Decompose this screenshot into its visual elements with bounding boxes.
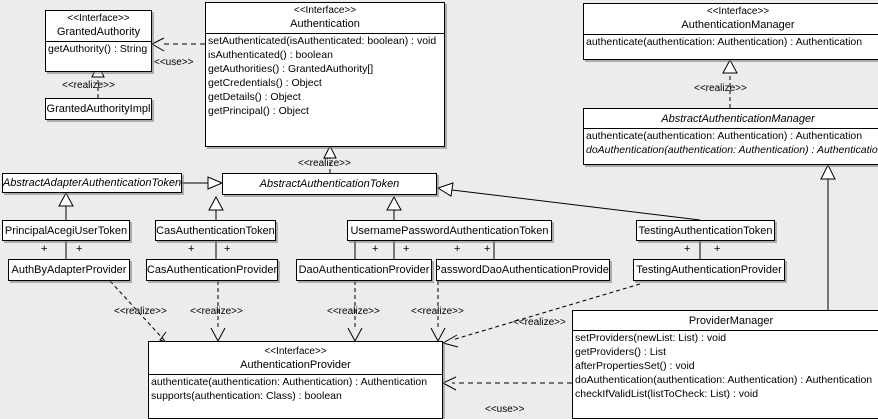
class-box-cas-authentication-provider[interactable]: CasAuthenticationProvider xyxy=(146,259,278,281)
class-header: <<Interface>> GrantedAuthority xyxy=(46,11,151,41)
class-box-abstract-authentication-token[interactable]: AbstractAuthenticationToken xyxy=(222,173,437,195)
class-stereotype: <<Interface>> xyxy=(264,346,327,357)
association-plus-marker: + xyxy=(372,243,379,255)
class-name: TestingAuthenticationToken xyxy=(638,224,773,237)
class-box-dao-authentication-provider[interactable]: DaoAuthenticationProvider xyxy=(296,259,432,281)
class-name: CasAuthenticationProvider xyxy=(146,264,278,276)
operation: setAuthenticated(isAuthenticated: boolea… xyxy=(208,35,437,47)
class-box-abstract-adapter-authentication-token[interactable]: AbstractAdapterAuthenticationToken xyxy=(2,173,182,193)
class-name: Authentication xyxy=(290,18,360,30)
class-box-provider-manager[interactable]: ProviderManager setProviders(newList: Li… xyxy=(572,310,878,419)
class-header: <<Interface>> AuthenticationManager xyxy=(584,4,878,34)
relationship-label-realize-auth-by-adapter-provider: <<realize>> xyxy=(114,306,167,317)
relationship-label-realize-testing-authentication-provider: <<realize>> xyxy=(513,317,566,328)
operation: getDetails() : Object xyxy=(208,91,301,103)
association-plus-marker: + xyxy=(684,243,691,255)
class-operations: setProviders(newList: List) : void getPr… xyxy=(573,330,878,401)
operation: authenticate(authentication: Authenticat… xyxy=(586,130,863,142)
class-name: AbstractAuthenticationToken xyxy=(259,178,400,190)
operation: getCredentials() : Object xyxy=(208,77,322,89)
operation: getProviders() : List xyxy=(575,346,667,358)
class-name: AuthenticationManager xyxy=(681,19,795,31)
class-name: DaoAuthenticationProvider xyxy=(298,264,430,276)
association-plus-marker: + xyxy=(76,243,83,255)
relationship-label-realize-granted-authority-impl: <<realize>> xyxy=(62,80,115,91)
operation: getPrincipal() : Object xyxy=(208,105,309,117)
association-plus-marker: + xyxy=(714,243,721,255)
class-operations: getAuthority() : String xyxy=(46,41,151,56)
relationship-label-realize-dao-authentication-provider: <<realize>> xyxy=(327,306,380,317)
relationship-label-realize-password-dao-authentication-provider: <<realize>> xyxy=(411,306,464,317)
operation: supports(authentication: Class) : boolea… xyxy=(151,390,342,402)
class-box-granted-authority-impl[interactable]: GrantedAuthorityImpl xyxy=(45,98,152,120)
association-plus-marker: + xyxy=(224,243,231,255)
class-box-username-password-authentication-token[interactable]: UsernamePasswordAuthenticationToken xyxy=(347,220,552,241)
class-header: AbstractAuthenticationManager xyxy=(584,109,878,128)
relationship-label-use-provider-manager: <<use>> xyxy=(485,404,525,415)
operation: getAuthority() : String xyxy=(48,43,148,55)
class-name: PrincipalAcegiUserToken xyxy=(4,224,128,237)
class-box-authentication[interactable]: <<Interface>> Authentication setAuthenti… xyxy=(205,2,445,147)
relationship-label-use-granted-authority: <<use>> xyxy=(154,57,194,68)
association-plus-marker: + xyxy=(403,243,410,255)
class-header: <<Interface>> Authentication xyxy=(206,3,444,33)
operation: afterPropertiesSet() : void xyxy=(575,360,695,372)
class-box-granted-authority[interactable]: <<Interface>> GrantedAuthority getAuthor… xyxy=(45,10,152,72)
class-name: GrantedAuthority xyxy=(56,26,141,38)
class-box-auth-by-adapter-provider[interactable]: AuthByAdapterProvider xyxy=(8,259,130,281)
class-operations: authenticate(authentication: Authenticat… xyxy=(149,374,442,403)
class-operations: setAuthenticated(isAuthenticated: boolea… xyxy=(206,33,444,118)
association-plus-marker: + xyxy=(454,243,461,255)
association-plus-marker: + xyxy=(484,243,491,255)
class-name: TestingAuthenticationProvider xyxy=(636,264,782,276)
operation: isAuthenticated() : boolean xyxy=(208,49,333,61)
class-name: UsernamePasswordAuthenticationToken xyxy=(350,224,549,237)
class-name: AbstractAuthenticationManager xyxy=(661,113,815,125)
class-header: ProviderManager xyxy=(573,311,878,330)
operation: doAuthentication(authentication: Authent… xyxy=(586,144,878,156)
operation: checkIfValidList(listToCheck: List) : vo… xyxy=(575,388,759,400)
association-plus-marker: + xyxy=(188,243,195,255)
operation: authenticate(authentication: Authenticat… xyxy=(151,376,428,388)
class-operations: authenticate(authentication: Authenticat… xyxy=(584,128,878,157)
operation: setProviders(newList: List) : void xyxy=(575,332,727,344)
operation: authenticate(authentication: Authenticat… xyxy=(586,36,863,48)
class-name: AuthByAdapterProvider xyxy=(11,264,127,276)
class-box-abstract-authentication-manager[interactable]: AbstractAuthenticationManager authentica… xyxy=(583,108,878,165)
class-name: AuthenticationProvider xyxy=(240,359,351,371)
class-box-password-dao-authentication-provider[interactable]: PasswordDaoAuthenticationProvider xyxy=(436,259,610,281)
class-box-testing-authentication-provider[interactable]: TestingAuthenticationProvider xyxy=(633,259,785,281)
class-name: ProviderManager xyxy=(688,315,774,327)
class-box-principal-acegi-user-token[interactable]: PrincipalAcegiUserToken xyxy=(2,220,130,241)
class-box-authentication-provider[interactable]: <<Interface>> AuthenticationProvider aut… xyxy=(148,341,443,419)
class-stereotype: <<Interface>> xyxy=(67,13,130,24)
class-stereotype: <<Interface>> xyxy=(706,6,770,17)
operation: doAuthentication(authentication: Authent… xyxy=(575,374,873,386)
relationship-label-realize-abstract-authentication-manager: <<realize>> xyxy=(694,83,747,94)
class-name: GrantedAuthorityImpl xyxy=(46,103,151,115)
class-name: PasswordDaoAuthenticationProvider xyxy=(436,264,610,276)
class-box-testing-authentication-token[interactable]: TestingAuthenticationToken xyxy=(636,220,775,241)
class-operations: authenticate(authentication: Authenticat… xyxy=(584,34,878,49)
relationship-label-realize-abstract-authentication-token: <<realize>> xyxy=(298,158,351,169)
class-name: CasAuthenticationToken xyxy=(156,224,275,237)
relationship-label-realize-cas-authentication-provider: <<realize>> xyxy=(190,306,243,317)
class-box-authentication-manager[interactable]: <<Interface>> AuthenticationManager auth… xyxy=(583,3,878,60)
class-stereotype: <<Interface>> xyxy=(293,5,357,16)
class-name: AbstractAdapterAuthenticationToken xyxy=(2,177,182,189)
class-header: <<Interface>> AuthenticationProvider xyxy=(149,342,442,374)
class-box-cas-authentication-token[interactable]: CasAuthenticationToken xyxy=(155,220,276,241)
operation: getAuthorities() : GrantedAuthority[] xyxy=(208,63,374,75)
association-plus-marker: + xyxy=(41,243,48,255)
